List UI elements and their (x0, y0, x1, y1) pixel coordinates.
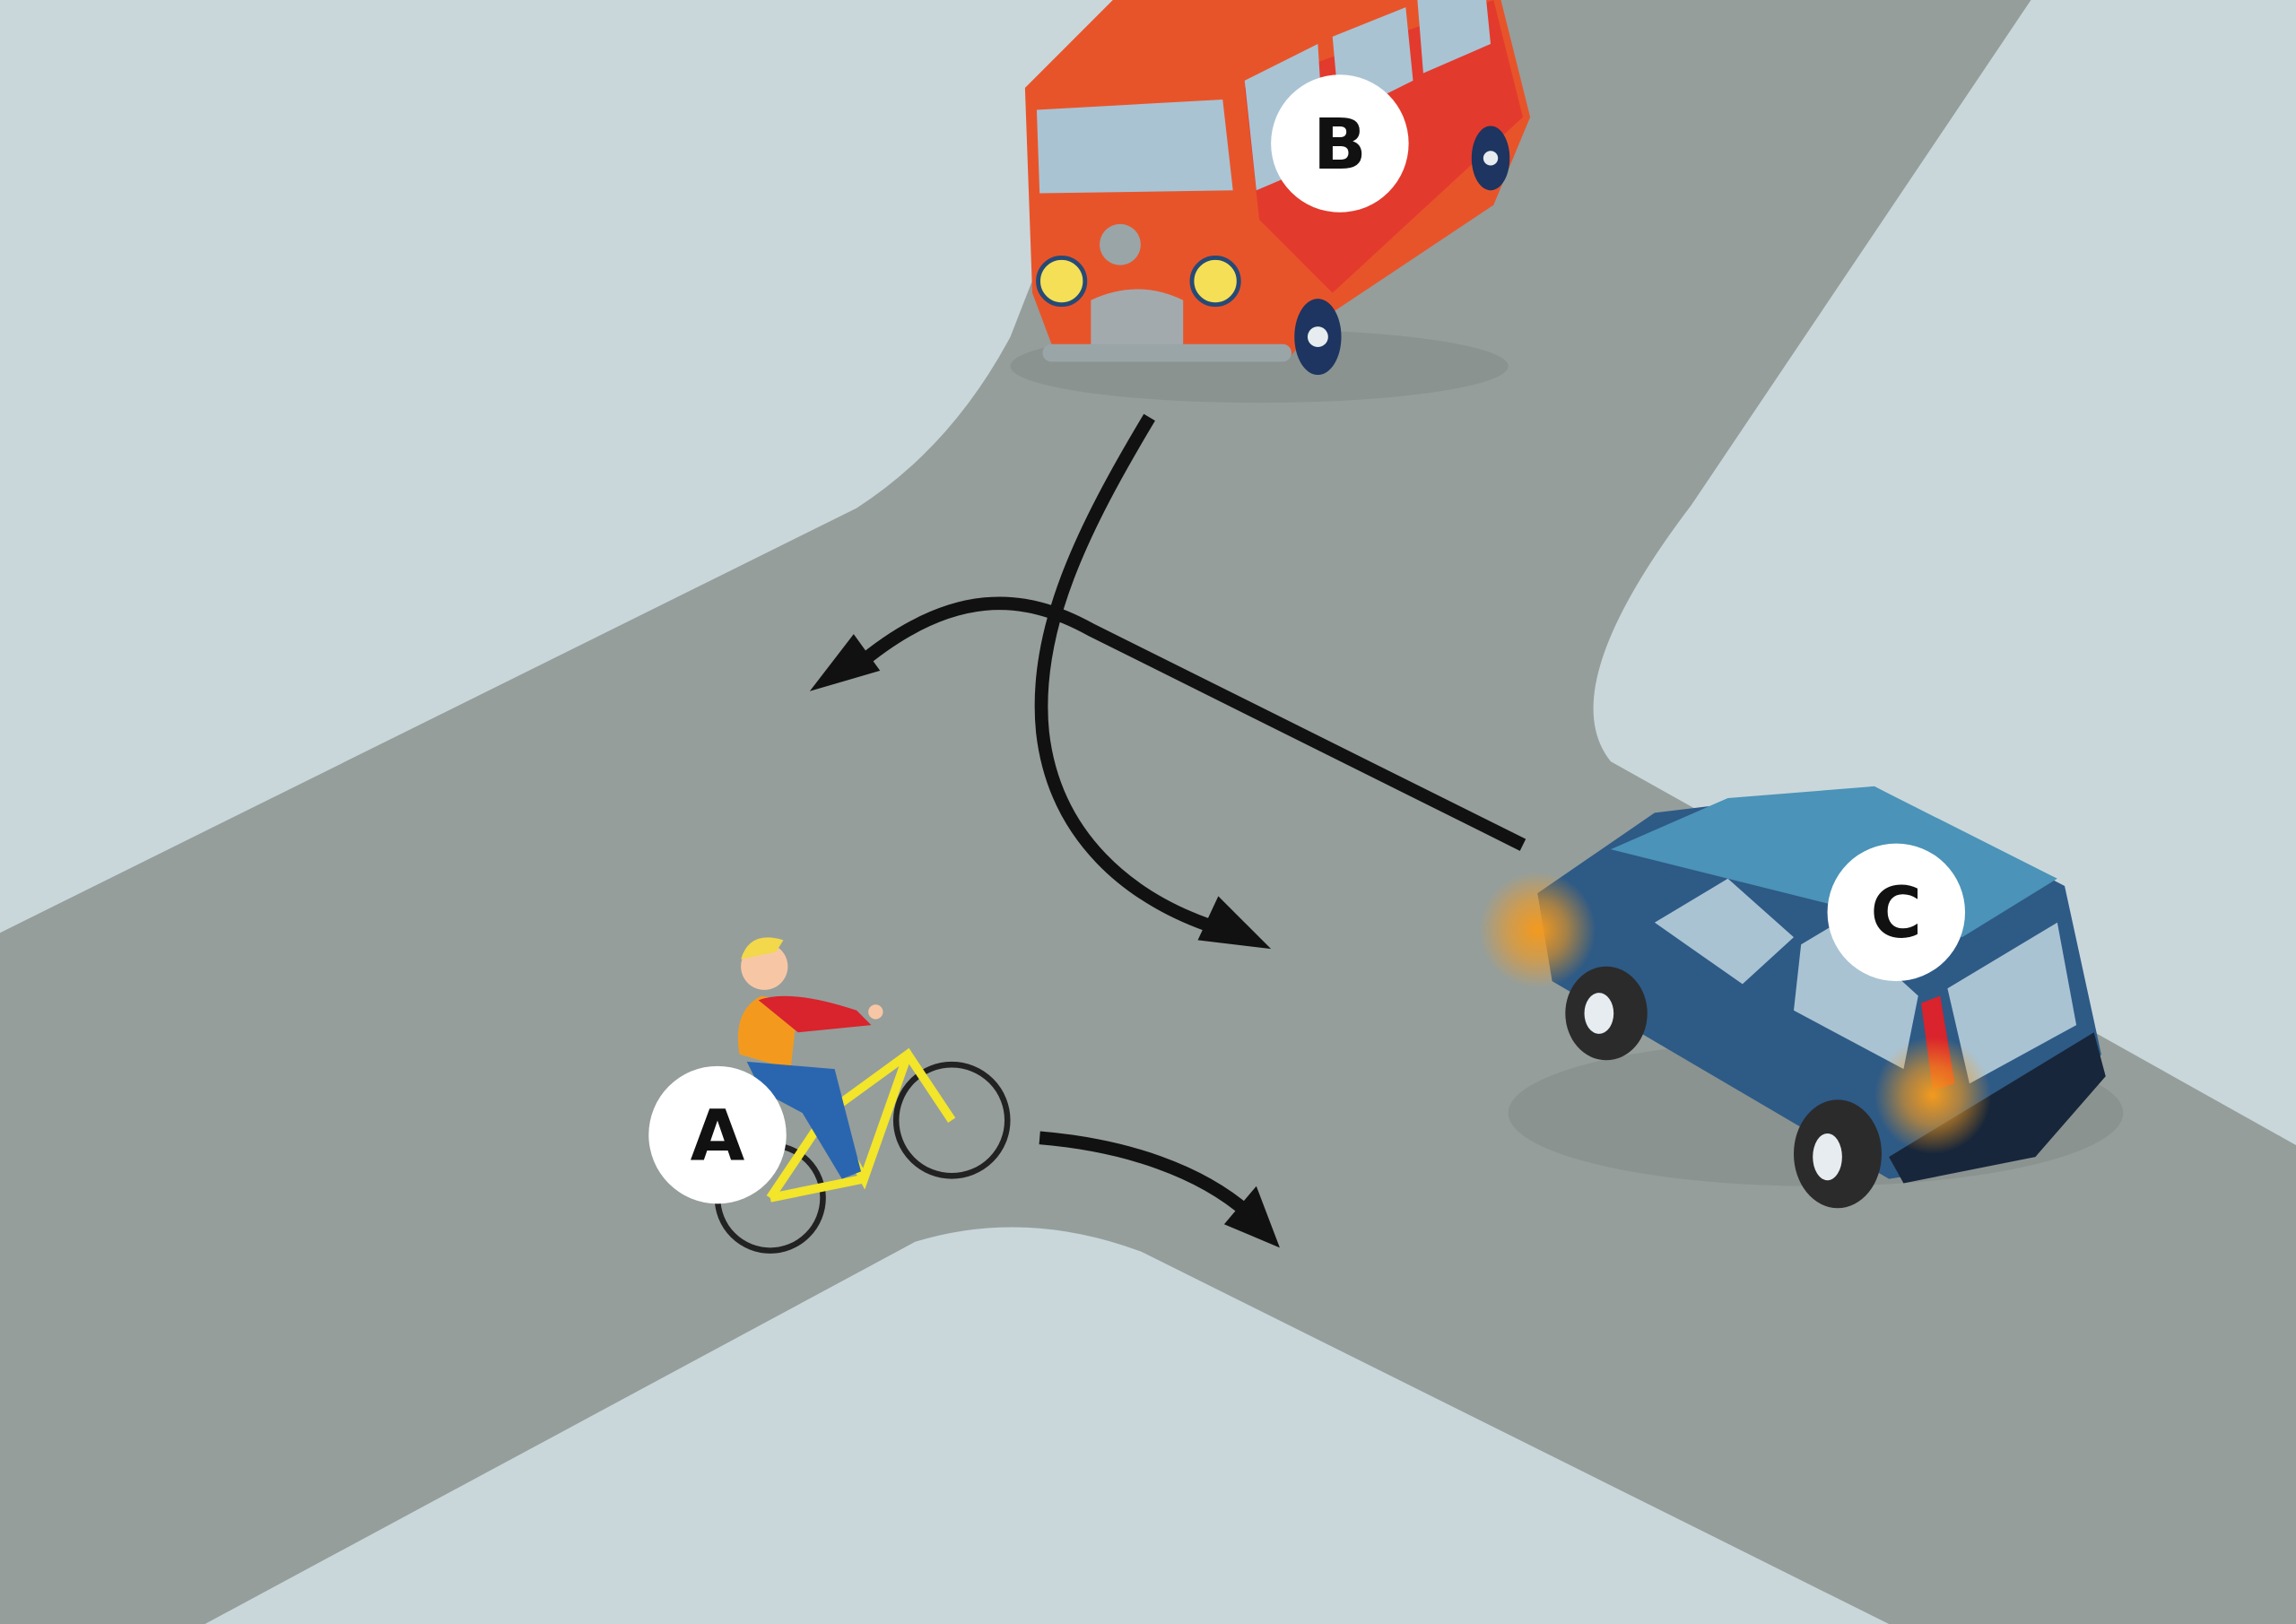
label-c-text: C (1871, 873, 1923, 954)
arrowhead-car (809, 634, 881, 691)
label-b: B (1271, 74, 1409, 213)
car-c (1478, 786, 2124, 1209)
arrow-cyclist-path (1039, 1131, 1252, 1218)
indicator-light-front (1478, 871, 1596, 989)
label-c: C (1827, 843, 1966, 982)
arrow-van-path (1034, 413, 1225, 936)
cyclist-a (714, 937, 1011, 1254)
arrowhead-cyclist (1223, 1185, 1280, 1248)
arrow-car-path (852, 596, 1526, 851)
indicator-light-rear (1874, 1037, 1992, 1154)
label-b-text: B (1313, 104, 1367, 186)
arrowhead-van (1197, 896, 1272, 950)
label-a: A (648, 1065, 787, 1204)
label-a-text: A (691, 1095, 745, 1177)
